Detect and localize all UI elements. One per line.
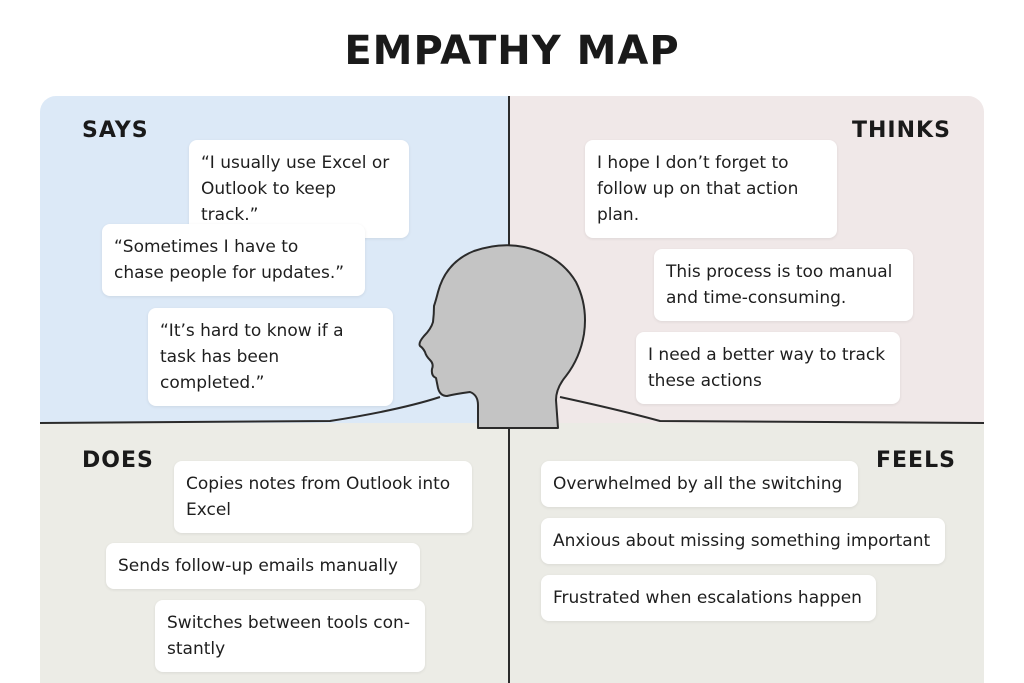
thinks-label: THINKS [852, 118, 951, 143]
thinks-note: This process is too manual and time-cons… [654, 249, 913, 321]
says-label: SAYS [82, 118, 149, 143]
feels-note: Overwhelmed by all the switching [541, 461, 858, 507]
page-title: EMPATHY MAP [344, 28, 680, 74]
vertical-divider [508, 96, 510, 683]
feels-label: FEELS [876, 448, 956, 473]
does-note: Copies notes from Outlook into Excel [174, 461, 472, 533]
does-label: DOES [82, 448, 154, 473]
thinks-note: I hope I don’t forget to follow up on th… [585, 140, 837, 238]
says-note: “I usually use Excel or Outlook to keep … [189, 140, 409, 238]
does-note: Sends follow-up emails manually [106, 543, 420, 589]
says-note: “Sometimes I have to chase people for up… [102, 224, 365, 296]
says-note: “It’s hard to know if a task has been co… [148, 308, 393, 406]
does-note: Switches between tools con-stantly [155, 600, 425, 672]
thinks-note: I need a better way to track these actio… [636, 332, 900, 404]
feels-note: Frustrated when escalations happen [541, 575, 876, 621]
feels-note: Anxious about missing something importan… [541, 518, 945, 564]
